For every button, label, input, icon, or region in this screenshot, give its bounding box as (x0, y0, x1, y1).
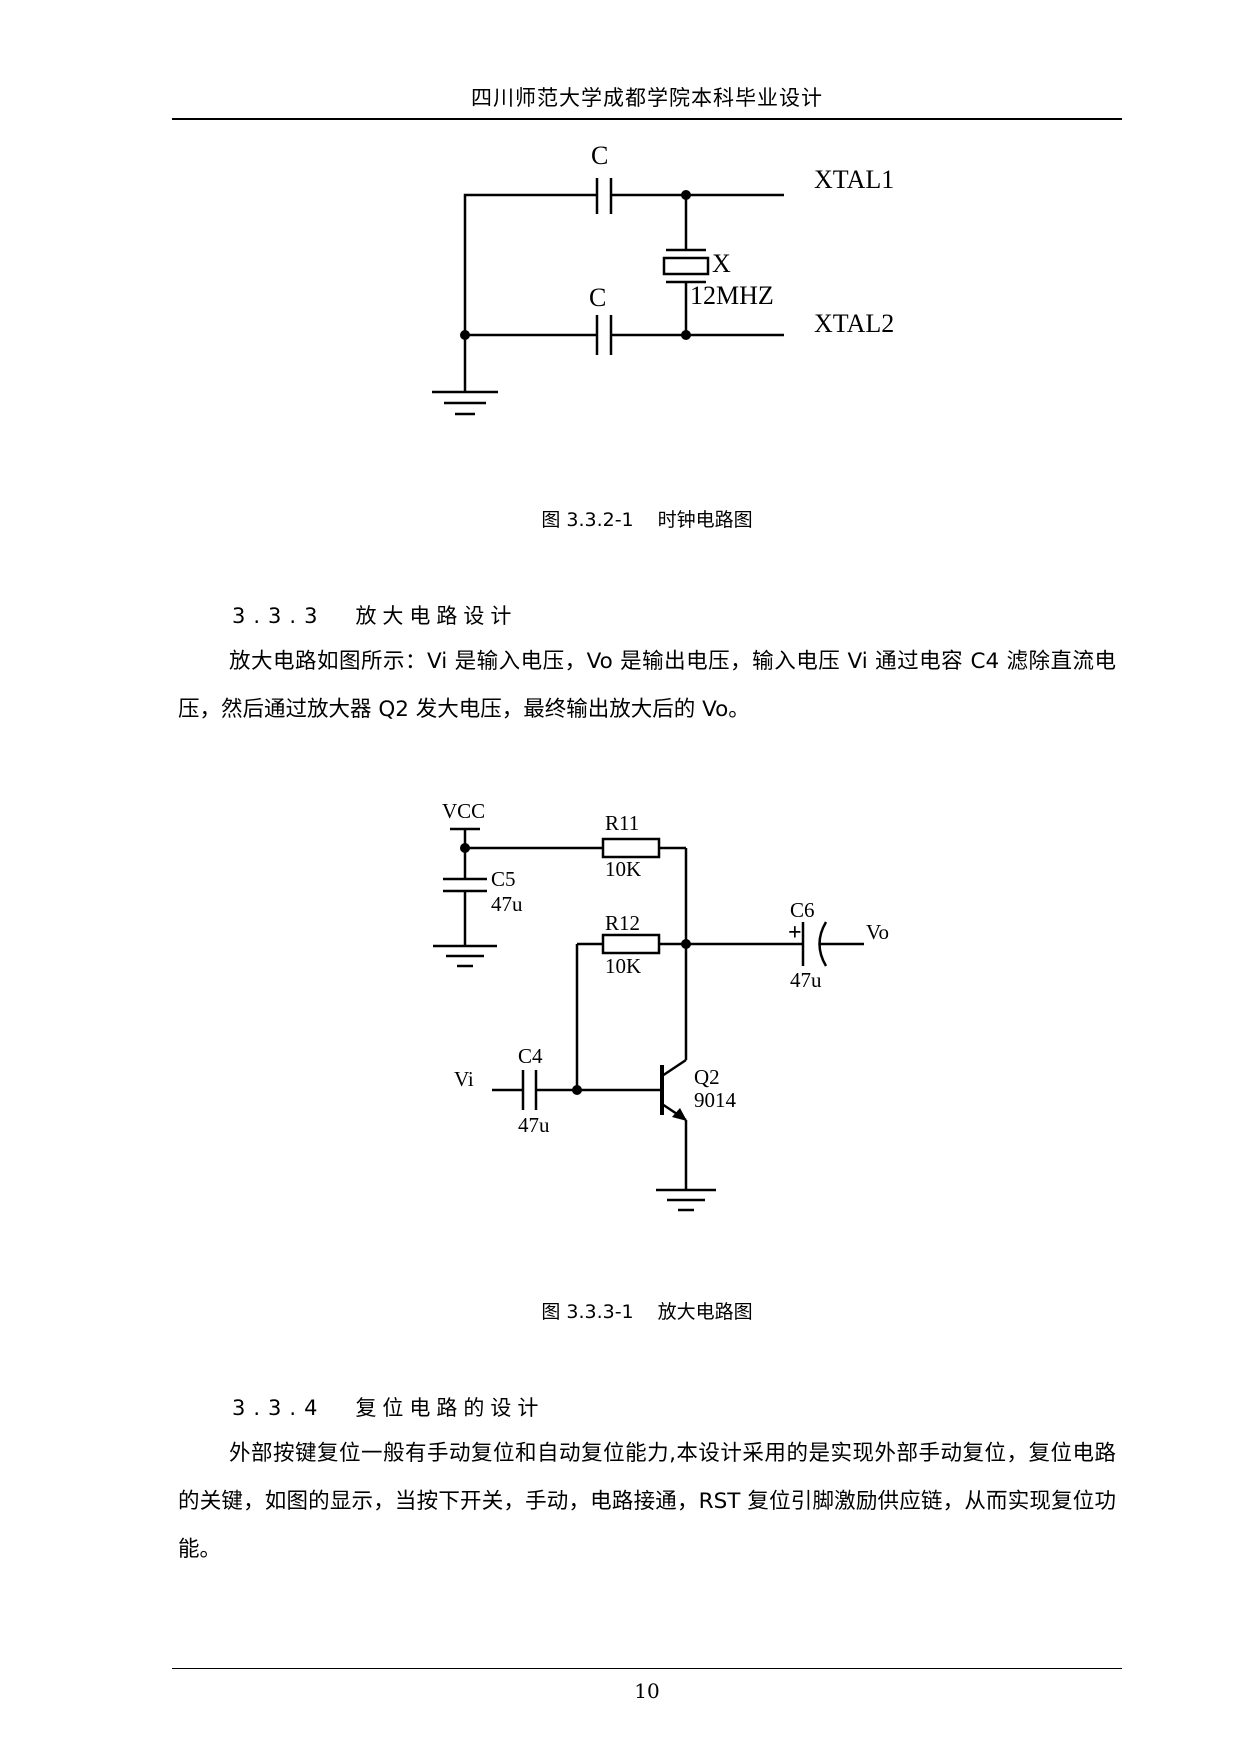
c6-value: 47u (790, 968, 822, 992)
vcc-label: VCC (442, 799, 485, 823)
caption-number: 图 3.3.3-1 (541, 1301, 634, 1323)
resistor-r11 (601, 837, 661, 859)
r11-label: R11 (605, 811, 639, 835)
junction-dot (681, 939, 691, 949)
cap-c-top-label: C (591, 141, 608, 170)
emitter-arrow (672, 1108, 687, 1121)
c4-value: 47u (518, 1113, 550, 1137)
section-number: 3.3.4 (232, 1396, 326, 1420)
page-header: 四川师范大学成都学院本科毕业设计 (471, 86, 823, 110)
section-title: 复位电路的设计 (355, 1396, 545, 1420)
xtal2-label: XTAL2 (814, 309, 894, 338)
page-number: 10 (634, 1679, 660, 1703)
crystal-label: X (712, 249, 731, 278)
clock-wire-left (463, 193, 597, 335)
r12-value: 10K (605, 954, 641, 978)
transistor-collector-leg (661, 1058, 687, 1078)
section-heading-334: 3.3.4 复位电路的设计 (232, 1392, 544, 1422)
c5-label: C5 (491, 867, 516, 891)
clock-circuit (432, 178, 784, 416)
q2-model: 9014 (694, 1088, 737, 1112)
c5-value: 47u (491, 892, 523, 916)
header-rule (172, 118, 1122, 120)
c6-label: C6 (790, 898, 815, 922)
section-number: 3.3.3 (232, 604, 326, 628)
r11-value: 10K (605, 857, 641, 881)
xtal1-label: XTAL1 (814, 165, 894, 194)
section-title: 放大电路设计 (355, 604, 518, 628)
figure-caption-clock: 图 3.3.2-1 时钟电路图 (172, 505, 1122, 532)
vi-label: Vi (454, 1067, 474, 1091)
amplifier-labels: VCC R11 10K C5 47u R12 10K C6 + 47u Vo V… (442, 799, 889, 1137)
q2-label: Q2 (694, 1065, 720, 1089)
cap-c-bottom-label: C (589, 283, 606, 312)
caption-title: 放大电路图 (657, 1301, 753, 1323)
crystal-body (662, 256, 710, 276)
caption-number: 图 3.3.2-1 (541, 509, 634, 531)
junction-dot (681, 190, 691, 200)
figure-caption-amplifier: 图 3.3.3-1 放大电路图 (172, 1297, 1122, 1324)
c4-label: C4 (518, 1044, 543, 1068)
clock-junctions (460, 190, 691, 340)
junction-dot (460, 843, 470, 853)
caption-title: 时钟电路图 (657, 509, 753, 531)
section-heading-333: 3.3.3 放大电路设计 (232, 600, 517, 630)
c6-plus-sign: + (788, 920, 802, 946)
amplifier-junctions (460, 843, 691, 1121)
resistor-r12 (601, 933, 661, 955)
vo-label: Vo (866, 920, 889, 944)
r12-label: R12 (605, 911, 640, 935)
footer-rule (172, 1668, 1122, 1669)
junction-dot (460, 330, 470, 340)
junction-dot (681, 330, 691, 340)
junction-dot (572, 1085, 582, 1095)
clock-labels: C C X 12MHZ XTAL1 XTAL2 (589, 141, 894, 338)
crystal-freq-label: 12MHZ (690, 281, 774, 310)
paragraph-reset: 外部按键复位一般有手动复位和自动复位能力,本设计采用的是实现外部手动复位，复位电… (178, 1441, 1116, 1562)
paragraph-amplifier: 放大电路如图所示：Vi 是输入电压，Vo 是输出电压，输入电压 Vi 通过电容 … (178, 649, 1116, 722)
